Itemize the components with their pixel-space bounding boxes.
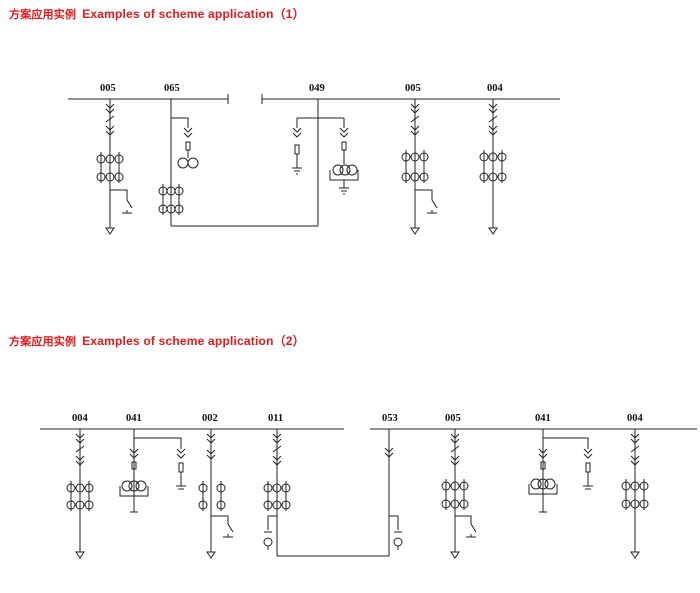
panel-label: 005 (100, 83, 116, 94)
panel-label: 004 (72, 413, 89, 424)
section-1-title-cn: 方案应用实例 (9, 8, 77, 21)
panel-label: 053 (382, 413, 398, 424)
feeder-004b (621, 429, 649, 559)
riser-065 (158, 99, 318, 227)
panel-label: 041 (126, 413, 142, 424)
panel-label: 004 (487, 83, 504, 94)
section-2-heading: 方案应用实例 Examples of scheme application（2） (9, 332, 305, 349)
section-2-diagram: 004 041 002 011 053 005 041 004 (40, 413, 697, 559)
feeder-041 (119, 429, 186, 513)
feeder-053 (384, 429, 403, 556)
feeder-005b (401, 99, 438, 235)
feeder-049 (292, 99, 359, 226)
panel-label: 065 (164, 83, 180, 94)
feeder-004 (66, 429, 94, 559)
section-2-title-en: Examples of scheme application（2） (82, 334, 305, 348)
panel-label: 004 (627, 413, 644, 424)
feeder-002 (198, 429, 234, 559)
feeder-011 (263, 429, 389, 557)
feeder-005 (441, 429, 477, 559)
section-2-title-cn: 方案应用实例 (9, 335, 77, 348)
panel-label: 005 (445, 413, 461, 424)
feeder-005 (96, 99, 133, 235)
feeder-041b (528, 429, 593, 513)
panel-label: 011 (268, 413, 283, 424)
panel-label: 049 (309, 83, 325, 94)
section-1-title-en: Examples of scheme application（1） (82, 7, 305, 21)
section-1-diagram: 005 065 049 005 004 (68, 83, 560, 235)
panel-label: 041 (535, 413, 551, 424)
section-1-heading: 方案应用实例 Examples of scheme application（1） (9, 5, 305, 22)
panel-label: 005 (405, 83, 421, 94)
panel-label: 002 (202, 413, 218, 424)
feeder-004 (479, 99, 507, 235)
